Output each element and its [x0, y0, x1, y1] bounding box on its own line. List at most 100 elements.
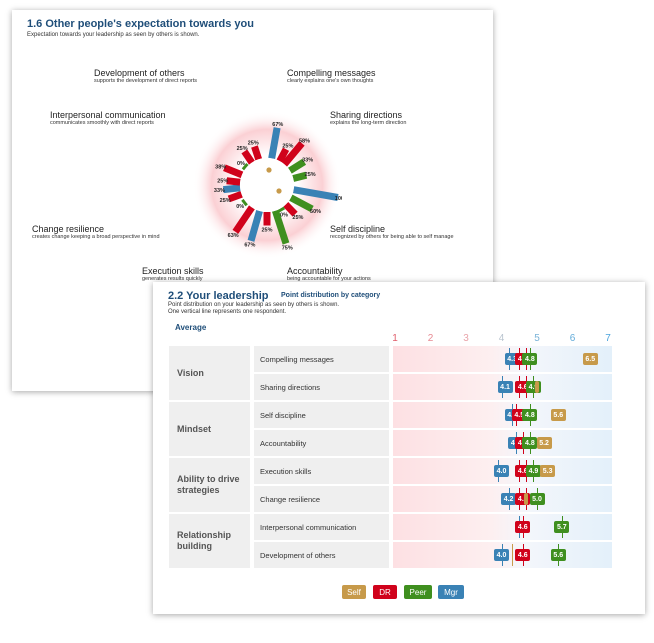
radial-bar-label: 33%	[214, 188, 225, 194]
radial-bar-label: 25%	[282, 144, 293, 150]
expectation-subtitle: Expectation towards your leadership as s…	[27, 32, 200, 38]
leadership-title: 2.2 Your leadership	[168, 290, 269, 302]
legend-self-button[interactable]: Self	[342, 585, 366, 599]
respondent-line	[512, 544, 514, 566]
legend-peer-button[interactable]: Peer	[404, 585, 432, 599]
distribution-track	[393, 346, 612, 372]
radial-bar-label: 58%	[299, 138, 310, 144]
radial-bar-rect	[223, 184, 241, 194]
radial-bar-label: 25%	[217, 178, 228, 184]
radial-bar: 33%	[288, 158, 313, 174]
radial-bar-label: 0%	[237, 161, 245, 167]
radial-bar: 25%	[276, 144, 294, 163]
group-label: Relationship building	[169, 514, 250, 568]
scale-number: 2	[427, 333, 434, 344]
average-marker-dr: 4.6	[515, 549, 531, 561]
average-marker-self	[535, 381, 539, 393]
radial-bar: 0%	[236, 198, 248, 210]
average-marker-mgr: 4.1	[497, 381, 513, 393]
radial-bar: 63%	[228, 205, 255, 239]
radial-bar: 67%	[244, 209, 263, 249]
average-marker-dr: 4.6	[515, 521, 531, 533]
average-marker-dr: 4.6	[515, 493, 531, 505]
radial-bar-rect	[272, 209, 290, 245]
radial-bar-rect	[288, 158, 307, 174]
radial-bar: 25%	[237, 146, 255, 165]
legend-dr-button[interactable]: DR	[373, 585, 397, 599]
label-compelling-messages: Compelling messages clearly explains one…	[287, 68, 376, 84]
radial-bar: 50%	[289, 194, 321, 215]
radial-bar-label: 63%	[228, 233, 239, 239]
radial-bar: 0%	[277, 206, 288, 218]
radial-bar: 0%	[237, 161, 249, 171]
label-interpersonal-communication: Interpersonal communication communicates…	[50, 110, 166, 126]
group-label: Ability to drive strategies	[169, 458, 250, 512]
radial-bar-rect	[223, 164, 244, 179]
radial-bar-label: 50%	[310, 209, 321, 215]
distribution-track	[393, 430, 612, 456]
average-marker-peer: 5.7	[554, 521, 570, 533]
average-marker-peer: 5.6	[550, 549, 566, 561]
radial-bar-label: 38%	[215, 164, 226, 170]
average-marker-mgr: 4.0	[494, 465, 509, 477]
category-label: Accountability	[254, 430, 389, 456]
radial-bar-rect	[263, 212, 271, 226]
radial-bar: 25%	[248, 141, 262, 161]
category-label: Self discipline	[254, 402, 389, 428]
radial-bar-label: 0%	[280, 212, 288, 218]
radial-bar-rect	[276, 147, 290, 163]
leadership-card: 2.2 Your leadership Point distribution b…	[153, 282, 645, 614]
expectation-title: 1.6 Other people's expectation towards y…	[27, 18, 254, 30]
self-dot	[266, 167, 272, 173]
radial-bar: 67%	[268, 122, 283, 160]
average-marker-self: 5.6	[550, 409, 566, 421]
radial-bar-label: 25%	[292, 215, 303, 221]
distribution-track	[393, 514, 612, 540]
label-execution-skills: Execution skills generates results quick…	[142, 266, 204, 282]
group-label: Vision	[169, 346, 250, 400]
radial-bar-rect	[281, 141, 305, 167]
average-marker-self: 5.3	[540, 465, 556, 477]
radial-bar: 58%	[281, 138, 310, 167]
radial-bar-label: 25%	[261, 228, 272, 234]
distribution-track	[393, 402, 612, 428]
category-label: Sharing directions	[254, 374, 389, 400]
scale-number: 1	[392, 333, 398, 344]
average-marker-self	[524, 493, 529, 505]
label-change-resilience: Change resilience creates change keeping…	[32, 224, 160, 240]
leadership-subtitle: Point distribution on your leadership as…	[168, 302, 340, 308]
radial-bar: 25%	[261, 212, 273, 234]
legend-mgr-button[interactable]: Mgr	[438, 585, 464, 599]
radial-bar-rect	[227, 190, 243, 203]
label-development-of-others: Development of others supports the devel…	[94, 68, 198, 84]
average-marker-self: 6.5	[582, 353, 598, 365]
radial-bar-label: 0%	[236, 204, 244, 210]
leadership-subtitle-2: One vertical line represents one respond…	[168, 309, 287, 315]
average-marker-peer: 5.0	[529, 493, 545, 505]
average-marker-mgr: 4.0	[494, 549, 509, 561]
radial-bar: 33%	[214, 184, 241, 194]
radial-bar-label: 33%	[302, 158, 313, 164]
label-sharing-directions: Sharing directions explains the long-ter…	[330, 110, 407, 126]
radial-bar-rect	[241, 149, 255, 165]
radial-center	[240, 158, 294, 212]
average-label: Average	[175, 323, 207, 332]
radial-bar-rect	[277, 206, 286, 213]
radial-bar-label: 100%	[335, 196, 342, 202]
self-dot	[276, 188, 282, 194]
average-marker-peer: 4.8	[522, 409, 538, 421]
radial-chart: 67%25%58%33%25%100%50%25%0%75%25%67%63%0…	[193, 111, 342, 259]
scale-number: 5	[534, 333, 540, 344]
radial-bar-rect	[289, 194, 314, 213]
radial-bar: 25%	[283, 201, 304, 221]
scale-number: 3	[463, 333, 469, 344]
radial-bar-rect	[292, 171, 308, 182]
average-marker-mgr: 4.2	[501, 493, 517, 505]
scale-number: 7	[605, 333, 611, 344]
radial-bar-rect	[241, 163, 249, 171]
label-accountability: Accountability being accountable for you…	[287, 266, 371, 282]
radial-bar: 25%	[217, 177, 241, 186]
radial-bar: 100%	[292, 186, 342, 202]
radial-bar-label: 25%	[237, 146, 248, 152]
average-marker-peer: 4.9	[525, 465, 541, 477]
